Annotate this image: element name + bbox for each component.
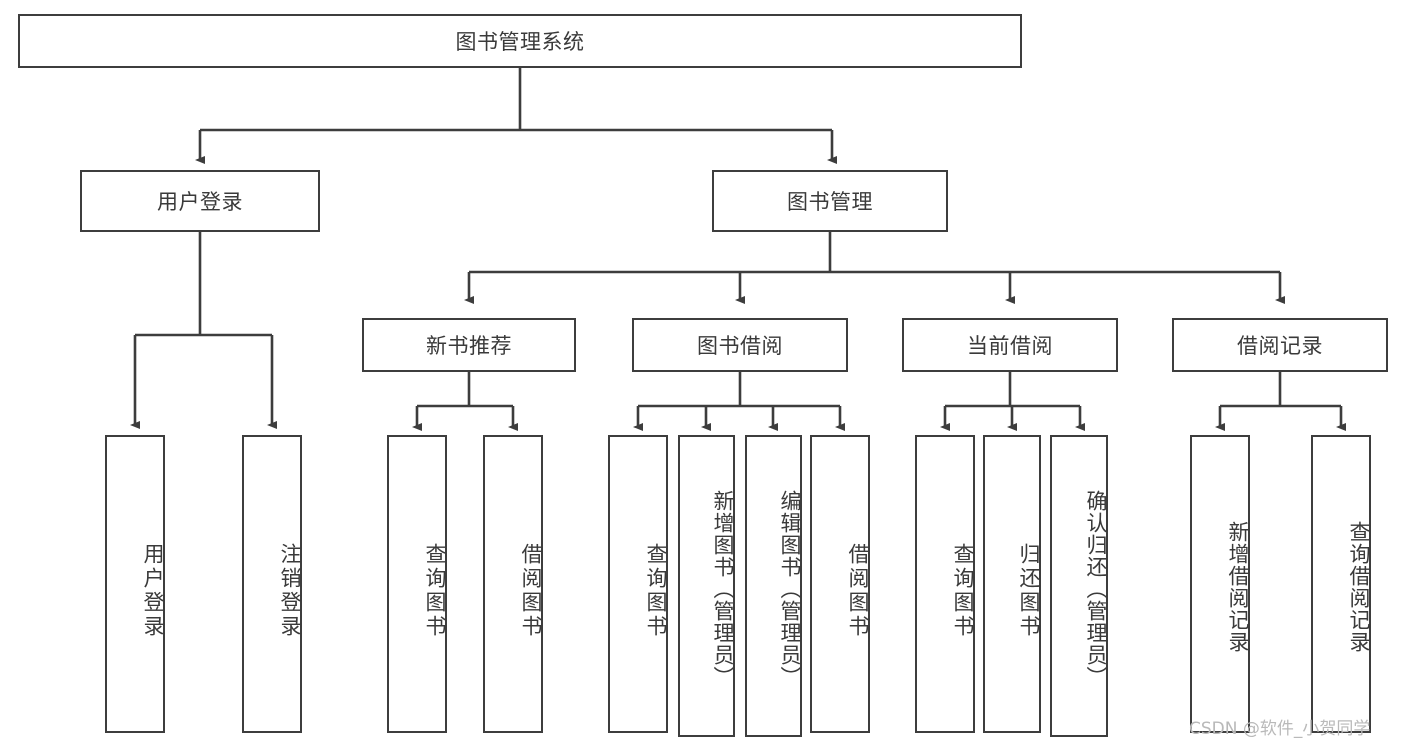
node-borrow-record[interactable]: 借阅记录 xyxy=(1172,318,1388,372)
leaf-user-login[interactable]: 用户登录 xyxy=(105,435,165,733)
leaf-return-book[interactable]: 归还图书 xyxy=(983,435,1041,733)
leaf-logout-login[interactable]: 注销登录 xyxy=(242,435,302,733)
node-current-borrow[interactable]: 当前借阅 xyxy=(902,318,1118,372)
node-root[interactable]: 图书管理系统 xyxy=(18,14,1022,68)
node-user-login[interactable]: 用户登录 xyxy=(80,170,320,232)
node-book-borrow[interactable]: 图书借阅 xyxy=(632,318,848,372)
leaf-query-book-new-rec[interactable]: 查询图书 xyxy=(387,435,447,733)
leaf-borrow-book-new-rec[interactable]: 借阅图书 xyxy=(483,435,543,733)
leaf-add-borrow-record[interactable]: 新增借阅记录 xyxy=(1190,435,1250,733)
leaf-query-book-borrow[interactable]: 查询图书 xyxy=(608,435,668,733)
leaf-add-book-admin[interactable]: 新增图书（管理员） xyxy=(678,435,735,737)
node-book-manage[interactable]: 图书管理 xyxy=(712,170,948,232)
leaf-confirm-return-admin[interactable]: 确认归还（管理员） xyxy=(1050,435,1108,737)
leaf-edit-book-admin[interactable]: 编辑图书（管理员） xyxy=(745,435,802,737)
csdn-watermark: CSDN @软件_小贺同学 xyxy=(1189,719,1371,739)
node-new-book-rec[interactable]: 新书推荐 xyxy=(362,318,576,372)
leaf-query-borrow-record[interactable]: 查询借阅记录 xyxy=(1311,435,1371,733)
leaf-borrow-book-borrow[interactable]: 借阅图书 xyxy=(810,435,870,733)
leaf-query-book-current[interactable]: 查询图书 xyxy=(915,435,975,733)
